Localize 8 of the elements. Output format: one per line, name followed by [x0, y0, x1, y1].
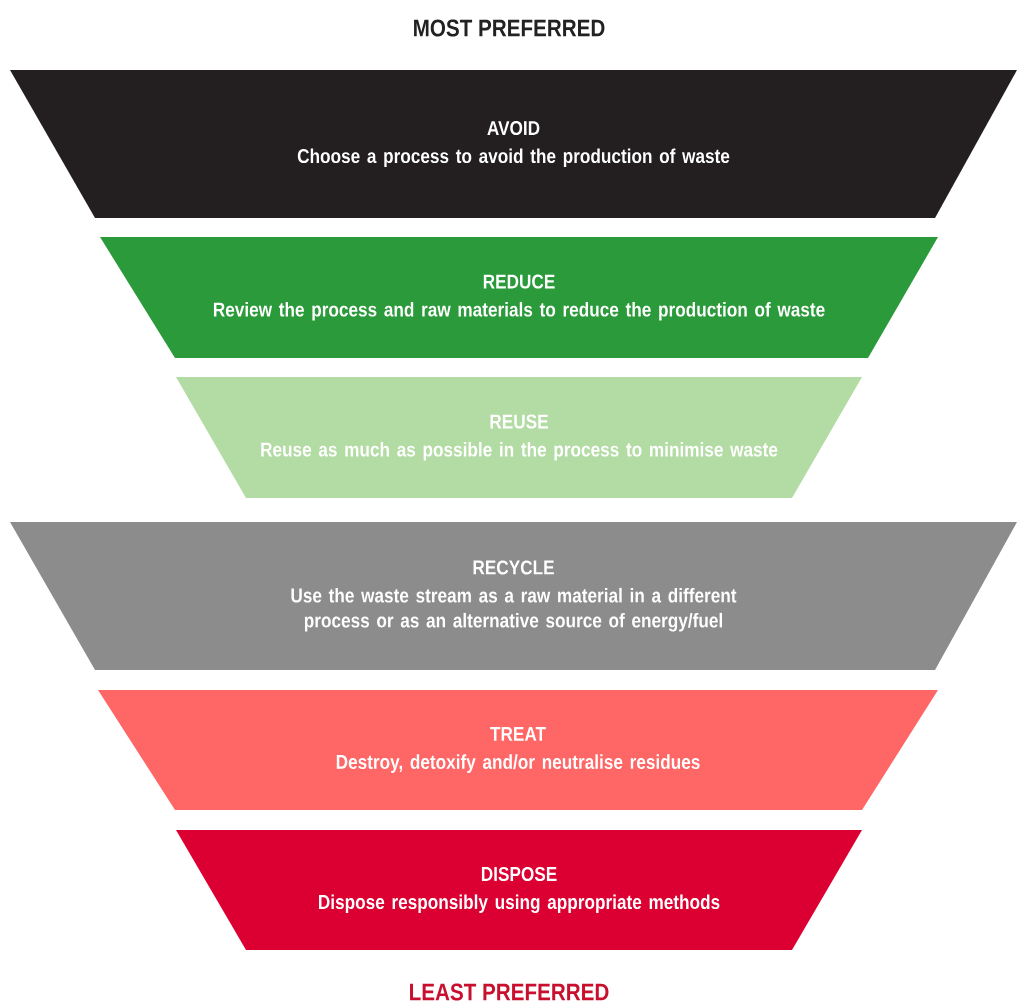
heading: MOST PREFERRED	[414, 19, 605, 37]
heading: LEAST PREFERRED	[410, 983, 609, 1001]
funnel-band: AVOID Choose a process to avoid the production of waste	[10, 70, 1017, 218]
funnel-band: REDUCE Review the process and raw materials to reduce the production of waste	[100, 237, 938, 358]
funnel-band: TREAT Destroy, detoxify and/or neutralise residues	[98, 690, 938, 810]
funnel-band: REUSE Reuse as much as possible in the process to minimise waste	[176, 377, 862, 498]
funnel-band: RECYCLE Use the waste stream as a raw material in a different process or as an alternative source of energy/fuel	[10, 522, 1017, 670]
funnel-band: DISPOSE Dispose responsibly using appropriate methods	[176, 830, 862, 950]
